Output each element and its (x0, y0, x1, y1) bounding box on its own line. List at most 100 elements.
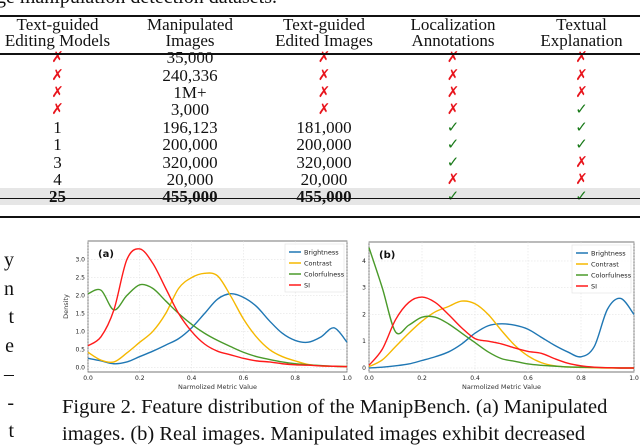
x-tick-label: 0.6 (239, 375, 249, 382)
table-cell: 1 (53, 135, 62, 155)
side-fragment: – (4, 363, 14, 385)
table-cell: ✗ (51, 48, 64, 67)
header-rule (0, 53, 640, 55)
table-cell: 20,000 (166, 169, 214, 189)
side-fragment: t (8, 420, 14, 442)
series-line-brightness (368, 297, 635, 369)
table-cell: ✗ (317, 82, 331, 101)
table-cell: 3 (53, 152, 62, 172)
panel-label: (b) (379, 250, 395, 261)
x-tick-label: 1.0 (629, 375, 639, 382)
y-tick-label: 3 (362, 285, 366, 292)
side-fragment: y (4, 249, 14, 271)
panel-label: (a) (98, 249, 114, 260)
table-cell: ✗ (51, 100, 64, 119)
y-tick-label: 1.5 (75, 310, 85, 317)
table-row: 4 20,000 20,000 ✗ ✗ (0, 169, 640, 189)
table-row: 3 320,000 320,000 ✓ ✗ (0, 152, 640, 172)
table-cell: ✓ (575, 117, 588, 136)
y-tick-label: 1.0 (75, 328, 85, 335)
x-tick-label: 0.0 (364, 375, 374, 382)
table-cell: ✗ (446, 169, 460, 188)
table-cell: ✓ (575, 100, 588, 119)
y-axis-label: Density (62, 294, 70, 319)
table-cell: 196,123 (162, 117, 218, 137)
x-axis-label: Narmolized Metric Value (178, 383, 257, 391)
table-cell: ✓ (446, 152, 460, 171)
table-cell: 320,000 (162, 152, 218, 172)
caption-line-2: images. (b) Real images. Manipulated ima… (62, 423, 586, 445)
plot-area (368, 241, 635, 373)
side-fragment: - (7, 391, 14, 414)
table-cell: ✗ (51, 65, 64, 84)
table-cell: 20,000 (300, 169, 348, 189)
y-tick-label: 0.0 (75, 364, 85, 371)
legend-entry: SI (304, 281, 310, 289)
side-fragment: e (5, 334, 14, 357)
table-cell: ✗ (446, 65, 460, 84)
y-tick-label: 1 (362, 338, 366, 345)
caption-line-1: Figure 2. Feature distribution of the Ma… (62, 396, 608, 418)
table-cell: 455,000 (115, 188, 265, 206)
table-row: ✗1M+✗✗✗ (0, 82, 640, 102)
table-cell: ✓ (446, 135, 460, 154)
series-line-contrast (87, 272, 348, 368)
y-tick-label: 2 (362, 311, 366, 318)
table-cell: ✗ (575, 65, 588, 84)
legend-entry: Contrast (591, 260, 619, 268)
legend-entry: Brightness (591, 249, 626, 257)
series-line-si (368, 296, 635, 369)
y-tick-label: 2.0 (75, 293, 85, 300)
table-cell: ✗ (317, 48, 331, 67)
x-tick-label: 0.2 (135, 375, 145, 382)
side-fragment: n (4, 277, 14, 300)
table-cell: ✗ (575, 152, 588, 171)
table-row: ✗35,000✗✗✗ (0, 48, 640, 68)
y-tick-label: 0.5 (75, 346, 85, 353)
table-cell: ✗ (51, 82, 64, 101)
table-cell: 25 (0, 188, 115, 206)
highlight-top-rule (0, 198, 640, 199)
y-tick-label: 3.0 (75, 257, 85, 264)
table-cell: 320,000 (296, 152, 352, 172)
legend-entry: Colorfulness (591, 271, 632, 279)
table-cell: ✗ (446, 100, 460, 119)
table-cell: 200,000 (162, 135, 218, 155)
series-group (87, 248, 348, 368)
table-cell: 1M+ (173, 82, 207, 102)
table-top-rule (0, 15, 640, 17)
table-cell: 200,000 (296, 135, 352, 155)
x-tick-label: 0.4 (470, 375, 480, 382)
x-tick-label: 0.6 (523, 375, 533, 382)
table-cell: ✗ (575, 169, 588, 188)
table-cell: 35,000 (166, 48, 214, 68)
table-cell: 4 (53, 169, 62, 189)
table-cell: ✓ (523, 188, 640, 206)
x-tick-label: 0.8 (576, 375, 586, 382)
table-cell: 240,336 (162, 65, 218, 85)
y-tick-label: 4 (362, 258, 366, 265)
x-tick-label: 0.4 (187, 375, 197, 382)
table-cell: ✗ (446, 48, 460, 67)
legend-entry: Colorfulness (304, 270, 345, 278)
table-cell: ✗ (446, 82, 460, 101)
x-tick-label: 0.2 (417, 375, 427, 382)
table-cell: 181,000 (296, 117, 352, 137)
table-cell: ✓ (446, 117, 460, 136)
x-tick-label: 0.0 (83, 375, 93, 382)
x-tick-label: 1.0 (342, 375, 352, 382)
table-row: ✗3,000✗✗✓ (0, 100, 640, 120)
table-cell: 3,000 (170, 100, 210, 120)
